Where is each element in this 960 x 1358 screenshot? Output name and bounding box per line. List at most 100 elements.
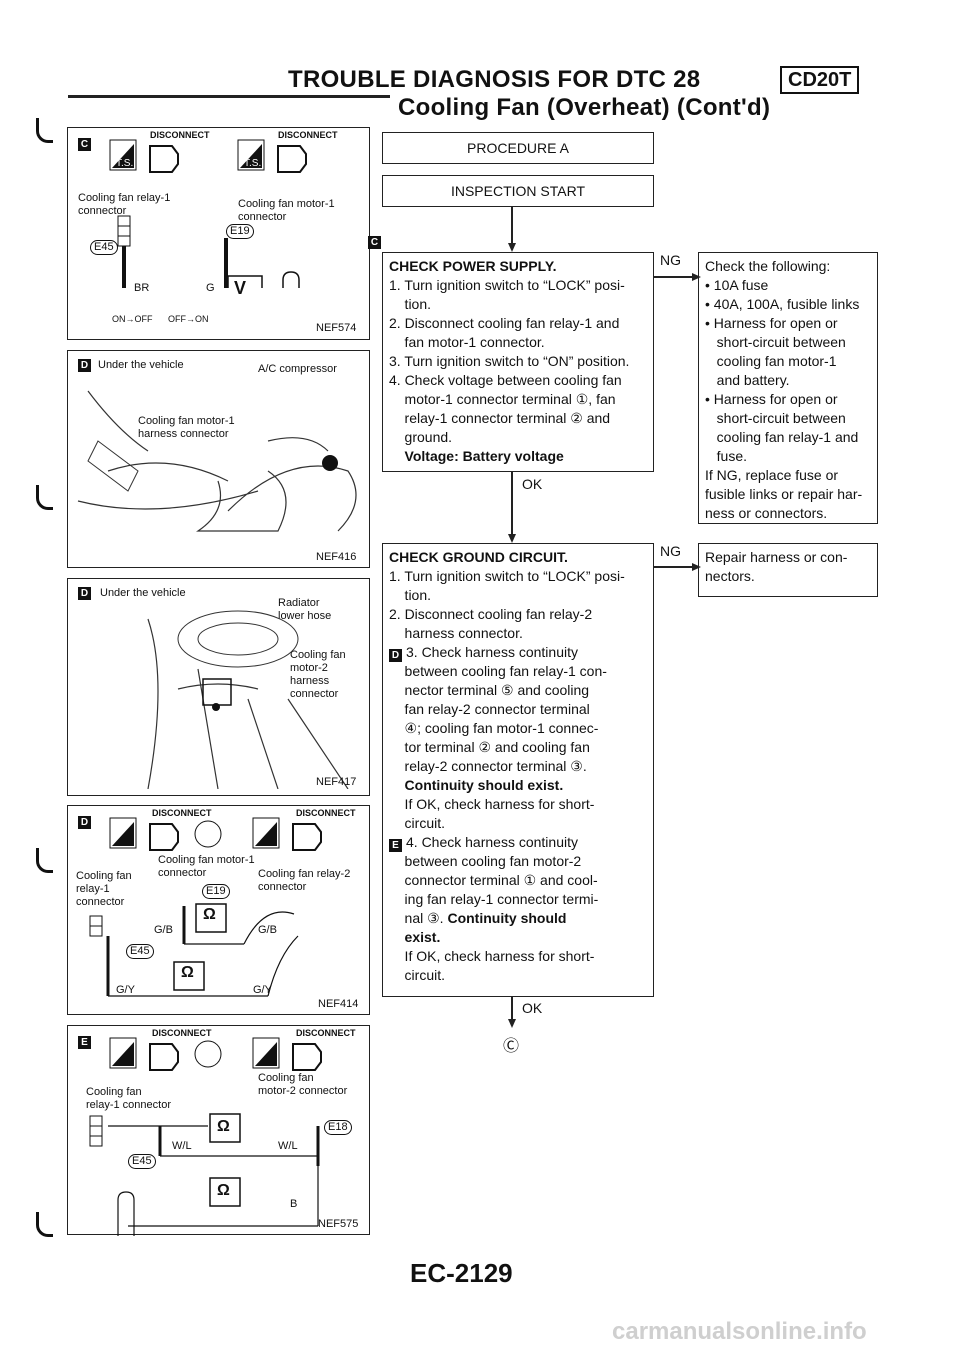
svg-text:T.S.: T.S. [116,158,133,169]
ohmmeter-symbol: Ω [217,1118,230,1135]
figure-code: NEF417 [316,776,357,788]
check-line: harness connector. [389,625,523,641]
figure-marker-e: E [78,1036,91,1049]
check-step-4-cont: relay-1 connector terminal ② and [389,410,611,426]
ng-line: Repair harness or con- [705,549,848,565]
figure-code: NEF574 [316,322,357,334]
figure-code: NEF575 [318,1218,359,1230]
relay1-connector-label: Cooling fan relay-1 connector [76,870,132,908]
wiring-e [89,1113,320,1236]
radiator-illustration [147,610,349,789]
binding-mark [36,485,53,510]
flow-arrow [508,243,516,252]
disconnect-icons [109,1037,322,1071]
figure-marker-c: C [78,138,91,151]
flow-connector [511,472,513,534]
check-line: ing fan relay-1 connector termi- [389,891,599,907]
figure-code: NEF416 [316,551,357,563]
relay1-connector-label: Cooling fan relay-1 connector [86,1086,171,1111]
check-step-2: 2. Disconnect cooling fan relay-1 and [389,315,620,331]
figure-marker-d: D [78,587,91,600]
check-line: tor terminal ② and cooling fan [389,739,590,755]
ohmmeter-symbol: Ω [181,964,194,981]
check-result: Continuity should exist. [389,777,564,793]
ng-line [654,566,694,568]
ng-label: NG [660,543,681,559]
next-procedure-marker: Ⓒ [503,1038,520,1055]
harness-connector-label: Cooling fan motor-1 harness connector [138,415,235,440]
figure-e: E DISCONNECT DISCONNECT Cooling fan rela… [67,1025,370,1236]
check-line: If OK, check harness for short- [389,796,595,812]
procedure-box: PROCEDURE A [382,132,654,164]
ng-arrow [692,273,701,281]
page-subtitle: Cooling Fan (Overheat) (Cont'd) [398,94,771,121]
ok-label: OK [522,476,543,492]
ng-line: fusible links or repair har- [705,486,863,502]
page-title: TROUBLE DIAGNOSIS FOR DTC 28 [288,66,701,93]
disconnect-label: DISCONNECT [296,1028,356,1038]
ng-line: and battery. [705,372,790,388]
connector-e19: E19 [202,884,230,899]
step-marker-c: C [368,236,381,249]
check-line: circuit. [389,815,446,831]
check-result: Continuity should [443,910,567,926]
engine-badge-label: CD20T [788,69,852,91]
check-title: CHECK GROUND CIRCUIT. [389,549,568,565]
binding-mark [36,848,53,873]
check-line-mixed: nal ③. Continuity should [389,909,647,928]
check-line: ④; cooling fan motor-1 connec- [389,720,599,736]
wire-wl: W/L [172,1140,192,1152]
wiring-c [117,215,300,288]
wire-gy: G/Y [253,984,272,996]
procedure-label: PROCEDURE A [467,140,569,156]
wire-b: B [290,1198,298,1210]
check-line: 1. Turn ignition switch to “LOCK” posi- [389,568,625,584]
figure-d2: D Under the vehicle Radiator lower hose … [67,578,370,796]
ng-line: If NG, replace fuse or [705,467,839,483]
ignition-on-off: ON→OFF [112,314,153,324]
connector-e19: E19 [226,224,254,239]
check-step-2-cont: fan motor-1 connector. [389,334,545,350]
flow-arrow [508,534,516,543]
ng-arrow [692,563,701,571]
ignition-off-on: OFF→ON [168,314,209,324]
check-step-4: 4. Check voltage between cooling fan [389,372,622,388]
flow-arrow [508,1019,516,1028]
ng-line: short-circuit between [705,410,846,426]
disconnect-label: DISCONNECT [278,130,338,140]
wire-wl: W/L [278,1140,298,1152]
ohmmeter-symbol: Ω [203,906,216,923]
wire-gy: G/Y [116,984,135,996]
check-step-1: 1. Turn ignition switch to “LOCK” posi- [389,277,625,293]
ng-line: • 40A, 100A, fusible links [705,296,860,312]
relay-connector-label: Cooling fan relay-1 connector [78,192,171,217]
wire-gb: G/B [154,924,173,936]
engine-badge: CD20T [780,66,860,94]
ohmmeter-symbol: Ω [217,1182,230,1199]
check-line: between cooling fan motor-2 [389,853,582,869]
meter-v: V [234,278,247,298]
ng-action-box-2: Repair harness or con- nectors. [698,543,878,597]
flow-connector [511,207,513,243]
check-ground-circuit: CHECK GROUND CIRCUIT. 1. Turn ignition s… [382,543,654,997]
wiring-d3 [89,903,299,997]
disconnect-icons: T.S. T.S. [109,139,307,173]
ng-action-box-1: Check the following: • 10A fuse • 40A, 1… [698,252,878,524]
check-step-4-cont: ground. [389,429,453,445]
step-marker-d: D [389,649,402,662]
ac-compressor-label: A/C compressor [258,363,337,375]
ng-line: • 10A fuse [705,277,769,293]
ng-line: short-circuit between [705,334,846,350]
check-line: tion. [389,587,432,603]
wire-g: G [206,282,215,294]
check-step-1-cont: tion. [389,296,432,312]
connector-e18: E18 [324,1120,352,1135]
start-label: INSPECTION START [450,183,586,199]
motor2-connector-label: Cooling fan motor-2 harness connector [290,649,346,700]
check-line: nector terminal ⑤ and cooling [389,682,590,698]
relay2-connector-label: Cooling fan relay-2 connector [258,868,351,893]
check-result: exist. [389,929,441,945]
svg-text:T.S.: T.S. [244,158,261,169]
check-step-4-cont: motor-1 connector terminal ①, fan [389,391,616,407]
